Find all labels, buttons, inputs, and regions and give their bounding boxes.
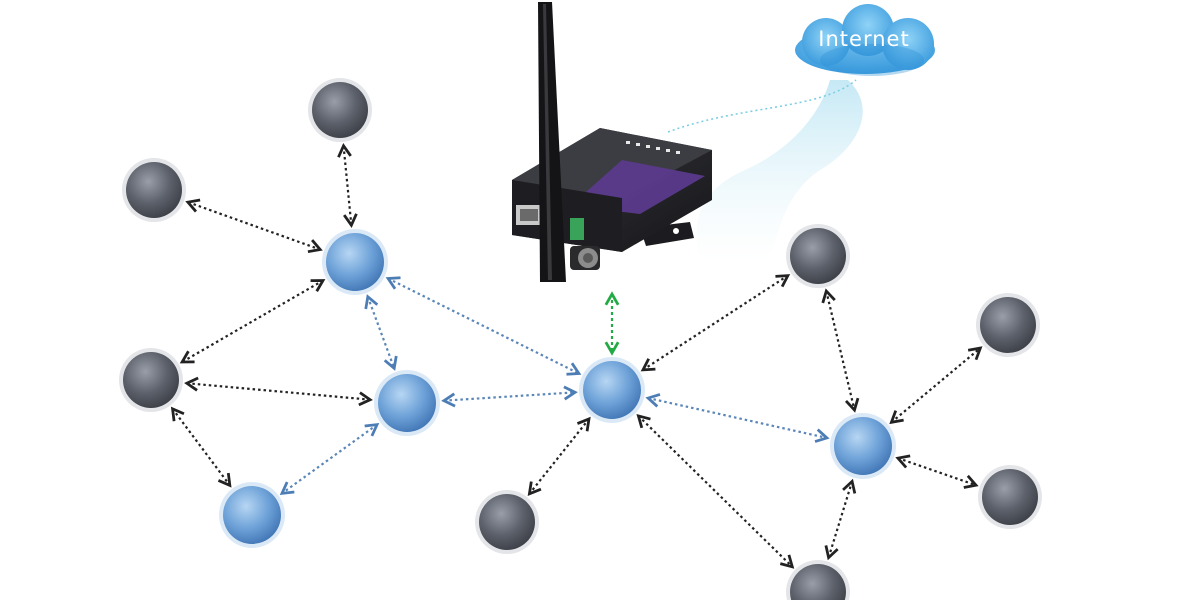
router-node-r1[interactable] [322, 229, 388, 295]
node-sphere [123, 352, 179, 408]
link-e3-r4 [170, 406, 232, 488]
node-sphere [479, 494, 535, 550]
end-device-node-e9[interactable] [786, 560, 850, 600]
end-device-node-e2[interactable] [122, 158, 186, 222]
router-node-r3[interactable] [579, 357, 645, 423]
link-r5-e7 [895, 454, 979, 489]
node-sphere [326, 233, 384, 291]
end-device-node-e5[interactable] [786, 224, 850, 288]
link-r1-e3 [179, 279, 326, 364]
end-device-node-e3[interactable] [119, 348, 183, 412]
node-sphere [378, 374, 436, 432]
end-device-node-e7[interactable] [978, 465, 1042, 529]
link-r3-e9 [636, 413, 795, 569]
router-node-r2[interactable] [374, 370, 440, 436]
gateway-body [512, 128, 712, 252]
link-r3-e4 [527, 416, 591, 497]
link-r1-e1 [337, 143, 358, 228]
internet-uplink-beam [696, 80, 863, 262]
gateway-status-leds [626, 141, 680, 154]
end-device-node-e6[interactable] [976, 293, 1040, 357]
end-device-node-e1[interactable] [308, 78, 372, 142]
end-device-node-e4[interactable] [475, 490, 539, 554]
node-sphere [126, 162, 182, 218]
node-sphere [223, 486, 281, 544]
link-e3-r2 [184, 376, 373, 407]
nodes-layer [119, 78, 1042, 600]
link-r1-e2 [185, 198, 323, 254]
internet-cloud: Internet [795, 4, 935, 76]
node-sphere [790, 564, 846, 600]
gateway-antenna [538, 2, 600, 282]
link-r1-r3 [385, 276, 582, 376]
link-r1-r2 [364, 294, 398, 371]
link-r3-r5 [645, 393, 830, 443]
link-r2-r3 [441, 385, 578, 408]
links-layer [170, 143, 983, 569]
node-sphere [834, 417, 892, 475]
link-r5-e6 [889, 346, 983, 425]
router-node-r4[interactable] [219, 482, 285, 548]
node-sphere [980, 297, 1036, 353]
node-sphere [982, 469, 1038, 525]
node-sphere [312, 82, 368, 138]
node-sphere [790, 228, 846, 284]
link-r2-r4 [279, 423, 380, 495]
router-node-r5[interactable] [830, 413, 896, 479]
link-r5-e9 [824, 478, 857, 561]
internet-uplink-line [667, 79, 857, 133]
internet-label: Internet [818, 27, 909, 51]
link-r3-e5 [640, 274, 791, 372]
link-e5-r5 [821, 288, 860, 413]
node-sphere [583, 361, 641, 419]
wireless-gateway-icon[interactable] [512, 2, 712, 282]
